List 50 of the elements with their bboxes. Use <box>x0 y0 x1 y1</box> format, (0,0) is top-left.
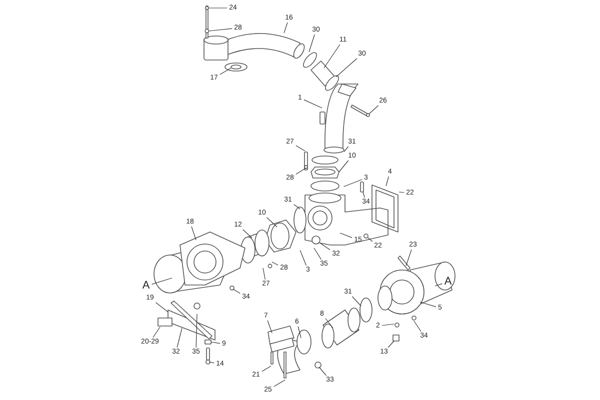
leader-line <box>267 320 272 334</box>
leader-line <box>386 176 389 186</box>
leader-line <box>196 314 198 348</box>
leader-line <box>262 366 272 372</box>
leader-line <box>300 250 306 266</box>
leader-line <box>232 288 240 294</box>
leader-line <box>284 22 288 34</box>
leader-line <box>294 204 300 210</box>
callout-number: A <box>141 280 151 292</box>
leader-line <box>308 34 315 52</box>
leader-line <box>151 278 172 285</box>
leader-line <box>318 366 326 376</box>
leader-line <box>362 192 365 198</box>
leader-line <box>266 217 278 228</box>
leader-line <box>296 145 306 152</box>
leader-line <box>338 160 349 172</box>
leader-line <box>296 168 306 175</box>
leader-line <box>340 232 352 238</box>
leader-line <box>208 28 232 32</box>
leader-line <box>343 179 362 187</box>
leader-line <box>274 380 286 387</box>
leader-line <box>156 302 168 312</box>
leader-line <box>152 326 160 338</box>
leader-line <box>176 328 182 348</box>
leader-line <box>191 226 196 240</box>
leader-line <box>210 342 220 344</box>
leader-line <box>325 318 334 328</box>
leader-line <box>320 242 330 250</box>
leader-line <box>406 249 412 266</box>
leader-line <box>324 44 340 68</box>
leader-line <box>272 262 278 266</box>
leader-line <box>414 320 422 332</box>
leader-line <box>352 296 362 306</box>
callout-number: A <box>443 276 453 288</box>
leader-line <box>208 362 214 364</box>
leader-line <box>304 100 322 108</box>
leader-line <box>336 58 358 78</box>
leader-line <box>388 340 394 348</box>
leader-line <box>344 146 349 152</box>
leader-line <box>398 192 404 193</box>
leader-line <box>314 248 322 260</box>
leader-line <box>368 237 373 242</box>
leader-line <box>434 283 443 286</box>
leader-line <box>220 68 232 75</box>
leader-line <box>420 302 436 308</box>
leader-line <box>242 229 252 238</box>
leader-line <box>262 268 266 280</box>
leader-line <box>368 105 378 114</box>
leader-line <box>382 324 394 326</box>
leader-line <box>298 326 302 338</box>
